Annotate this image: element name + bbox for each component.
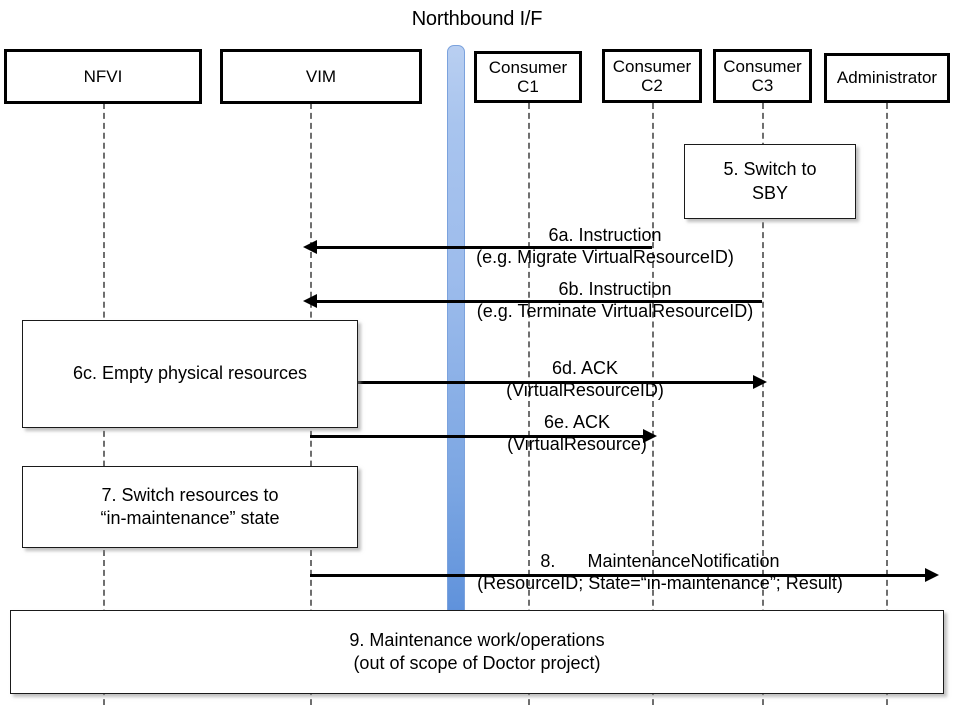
message-6e-line xyxy=(310,435,646,438)
message-8-number: 8. xyxy=(540,551,556,571)
actor-box-nfvi[interactable]: NFVI xyxy=(4,49,202,104)
actor-label-consumer-c2-id: C2 xyxy=(641,76,663,95)
note-maintenance-work-line1: 9. Maintenance work/operations xyxy=(349,629,605,650)
message-6d-name: ACK xyxy=(581,358,619,378)
message-6e-arrowhead xyxy=(643,429,657,443)
note-switch-resources-line1: 7. Switch resources to xyxy=(101,484,279,505)
lifeline-c1 xyxy=(528,103,530,705)
message-6d-line xyxy=(358,381,756,384)
message-6e-number: 6e. xyxy=(543,412,569,432)
message-6b-arrowhead xyxy=(303,294,317,308)
actor-label-consumer-c3: Consumer xyxy=(723,56,802,76)
lifeline-c2 xyxy=(652,103,654,705)
message-6a-line xyxy=(316,246,652,249)
message-6b-line xyxy=(316,300,762,303)
actor-box-administrator[interactable]: Administrator xyxy=(824,53,950,103)
message-6a-label: 6a. Instruction (e.g. Migrate VirtualRes… xyxy=(325,225,885,269)
message-6e-params: (VirtualResource) xyxy=(507,433,647,454)
message-6b-params: (e.g. Terminate VirtualResourceID) xyxy=(476,300,754,321)
message-8-params: (ResourceID; State=“in-maintenance”; Res… xyxy=(477,572,843,593)
northbound-interface-bar xyxy=(447,45,465,618)
note-maintenance-work-line2: (out of scope of Doctor project) xyxy=(353,653,601,673)
message-6a-params: (e.g. Migrate VirtualResourceID) xyxy=(476,246,734,267)
message-6e-name: ACK xyxy=(573,412,611,432)
note-switch-to-sby-line1: 5. Switch to xyxy=(723,159,817,180)
actor-box-consumer-c1[interactable]: Consumer C1 xyxy=(474,51,582,103)
actor-label-vim: VIM xyxy=(305,66,337,86)
actor-box-consumer-c2[interactable]: Consumer C2 xyxy=(602,49,702,103)
message-6a-arrowhead xyxy=(303,240,317,254)
message-8-line xyxy=(310,574,930,577)
message-8-arrowhead xyxy=(925,568,939,582)
actor-box-vim[interactable]: VIM xyxy=(220,49,422,104)
actor-box-consumer-c3[interactable]: Consumer C3 xyxy=(713,49,812,103)
message-6d-label: 6d. ACK (VirtualResourceID) xyxy=(375,358,795,402)
note-switch-to-sby: 5. Switch to SBY xyxy=(684,144,856,219)
note-maintenance-work-operations: 9. Maintenance work/operations (out of s… xyxy=(10,610,944,694)
note-switch-resources-in-maintenance: 7. Switch resources to “in-maintenance” … xyxy=(22,466,358,548)
note-switch-resources-line2: “in-maintenance” state xyxy=(100,508,280,528)
message-6d-params: (VirtualResourceID) xyxy=(506,379,664,400)
actor-label-consumer-c3-id: C3 xyxy=(751,76,774,95)
lifeline-admin xyxy=(886,103,888,705)
actor-label-nfvi: NFVI xyxy=(83,66,123,86)
message-6b-label: 6b. Instruction (e.g. Terminate VirtualR… xyxy=(325,279,905,323)
message-6b-number: 6b. xyxy=(558,279,584,299)
message-6a-name: Instruction xyxy=(578,225,662,245)
note-switch-to-sby-line2: SBY xyxy=(751,182,788,203)
actor-label-consumer-c2: Consumer xyxy=(612,56,692,76)
message-6a-number: 6a. xyxy=(548,225,574,245)
message-8-label: 8. MaintenanceNotification (ResourceID; … xyxy=(330,551,954,595)
message-6b-name: Instruction xyxy=(588,279,672,299)
message-6e-label: 6e. ACK (VirtualResource) xyxy=(367,412,787,456)
lifeline-c3 xyxy=(762,103,764,705)
actor-label-consumer-c1: Consumer xyxy=(488,57,568,77)
diagram-title: Northbound I/F xyxy=(411,8,543,30)
actor-label-consumer-c1-id: C1 xyxy=(517,77,539,96)
message-6d-arrowhead xyxy=(753,375,767,389)
message-6d-number: 6d. xyxy=(551,358,577,378)
message-8-name: MaintenanceNotification xyxy=(587,551,780,571)
actor-label-administrator: Administrator xyxy=(836,68,938,88)
note-empty-physical-resources-line1: 6c. Empty physical resources xyxy=(72,363,308,384)
note-empty-physical-resources: 6c. Empty physical resources xyxy=(22,320,358,428)
